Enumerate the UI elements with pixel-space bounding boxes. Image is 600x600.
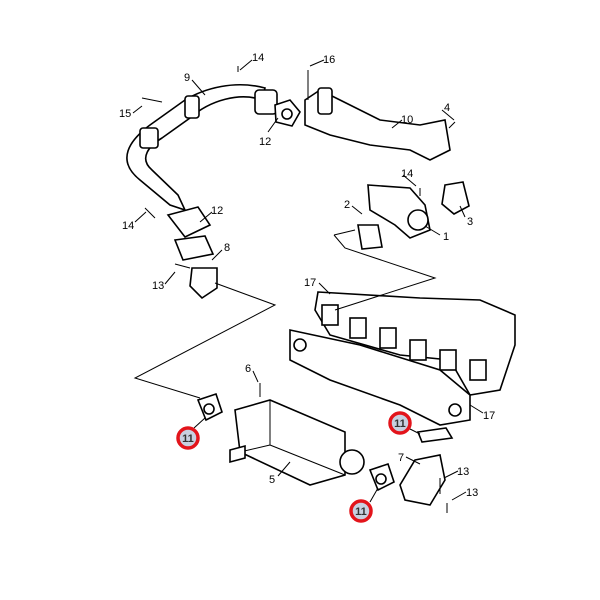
egr-valve-housing xyxy=(304,87,451,161)
label-15: 15 xyxy=(119,108,131,120)
gasket-11-right xyxy=(368,462,395,492)
label-13: 13 xyxy=(457,466,469,478)
egr-cooler xyxy=(229,399,365,486)
callout-label: 11 xyxy=(182,433,194,445)
egr-valve xyxy=(357,181,470,250)
egr-pipe-7 xyxy=(399,454,446,506)
label-8: 8 xyxy=(224,242,230,254)
label-5: 5 xyxy=(269,474,275,486)
label-9: 9 xyxy=(184,72,190,84)
leader-lines xyxy=(132,59,484,503)
intake-manifold-upper xyxy=(314,291,516,396)
label-16: 16 xyxy=(323,54,335,66)
label-10: 10 xyxy=(401,114,413,126)
gasket-11-upper xyxy=(416,427,454,443)
egr-pipe-lower xyxy=(166,206,218,300)
bolts xyxy=(141,66,456,513)
callout-11-lower[interactable]: 11 xyxy=(349,499,373,523)
label-13: 13 xyxy=(466,487,478,499)
label-12: 12 xyxy=(211,205,223,217)
egr-pipe-upper xyxy=(126,83,278,212)
label-14: 14 xyxy=(401,168,413,180)
label-7: 7 xyxy=(398,452,404,464)
label-13: 13 xyxy=(152,280,164,292)
label-17: 17 xyxy=(483,410,495,422)
label-14: 14 xyxy=(122,220,134,232)
part-number-labels: 14 16 9 15 10 4 12 14 2 3 1 12 14 8 13 1… xyxy=(119,52,495,499)
label-3: 3 xyxy=(467,216,473,228)
intake-manifold-lower xyxy=(289,329,471,426)
label-12: 12 xyxy=(259,136,271,148)
label-1: 1 xyxy=(443,231,449,243)
callout-label: 11 xyxy=(355,506,367,518)
label-14: 14 xyxy=(252,52,264,64)
callout-label: 11 xyxy=(394,418,406,430)
label-4: 4 xyxy=(444,102,450,114)
label-17: 17 xyxy=(304,277,316,289)
label-6: 6 xyxy=(245,363,251,375)
gasket-12-upper xyxy=(274,99,301,127)
callout-11-left[interactable]: 11 xyxy=(176,426,200,450)
label-2: 2 xyxy=(344,199,350,211)
callout-11-upper[interactable]: 11 xyxy=(388,411,412,435)
gasket-11-left xyxy=(196,392,223,422)
